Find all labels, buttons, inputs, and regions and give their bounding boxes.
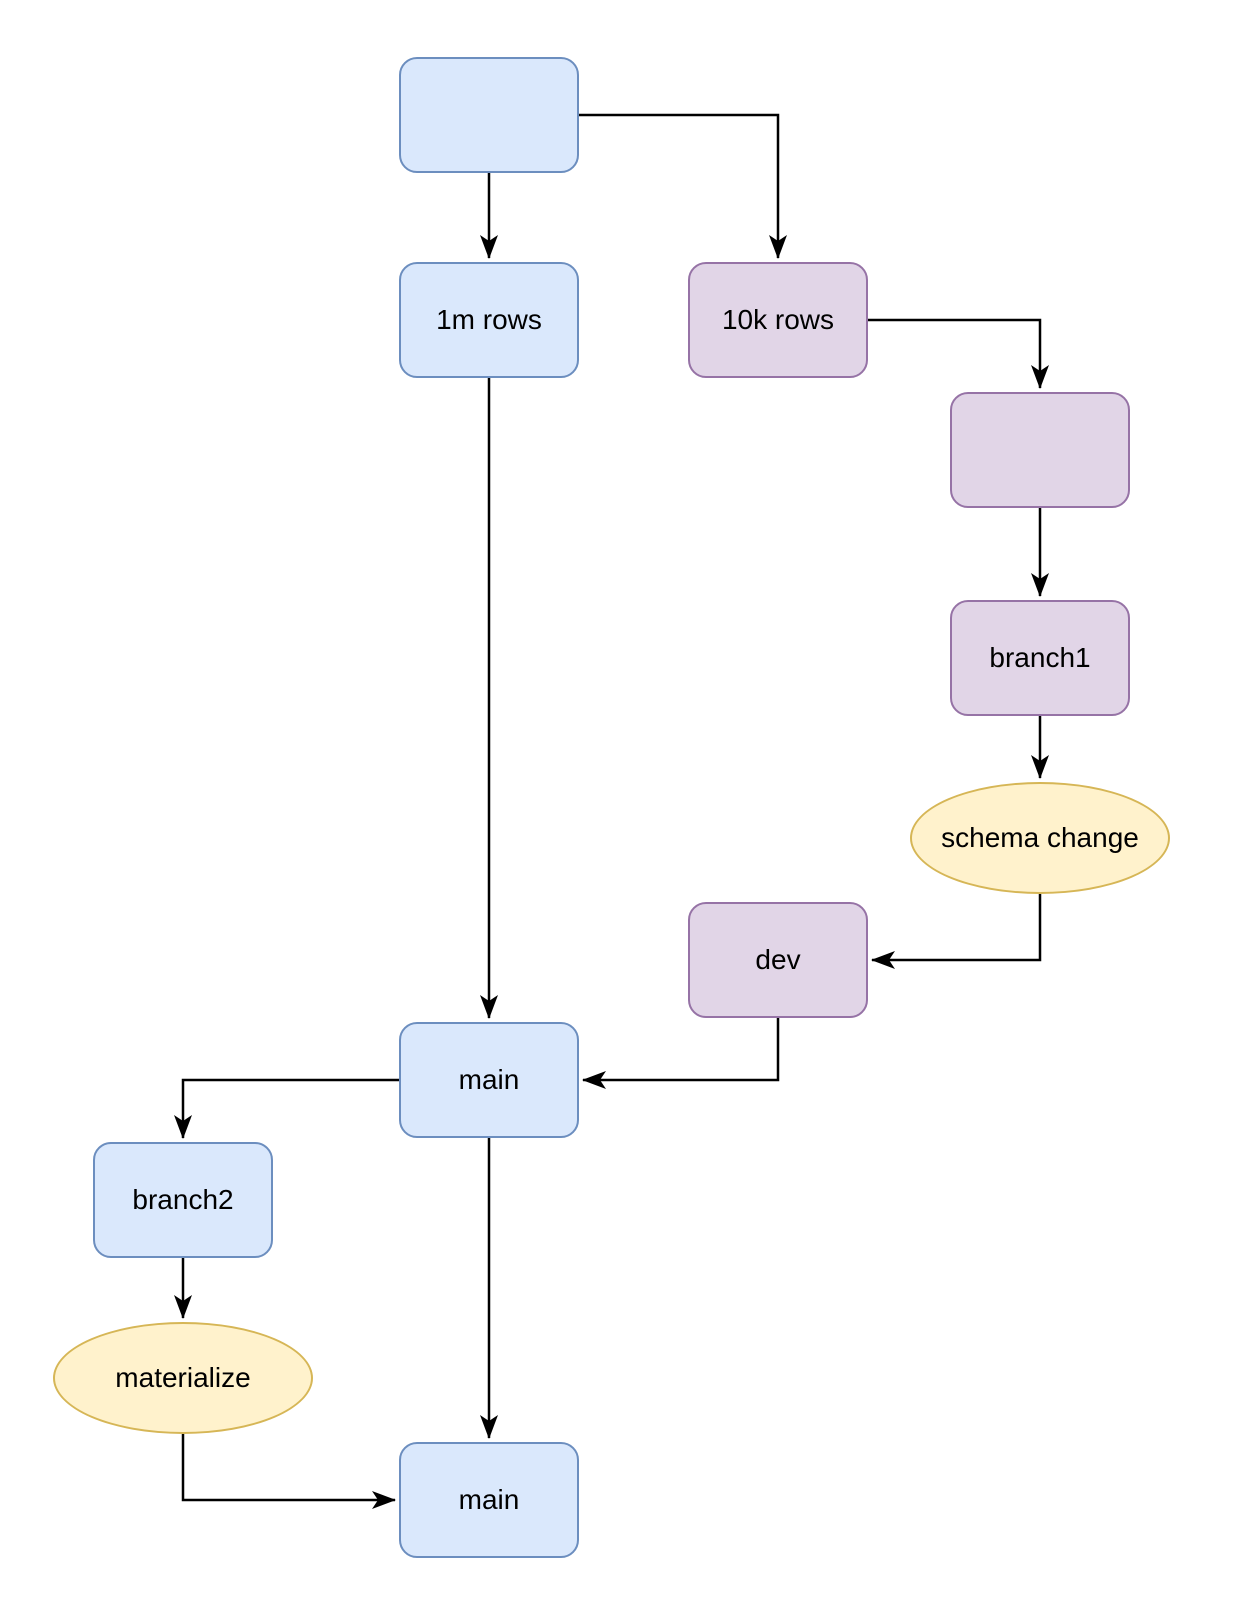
node-10k-rows-label: 10k rows [721, 304, 835, 336]
node-schema-change: schema change [910, 782, 1170, 894]
node-seed [399, 57, 579, 173]
node-branch1: branch1 [950, 600, 1130, 716]
edge-schema-change-to-dev [871, 894, 1042, 969]
edge-seed-to-10k-rows [579, 113, 787, 259]
node-schema-change-label: schema change [941, 822, 1139, 854]
node-1m-rows-label: 1m rows [436, 304, 542, 336]
edge-dev-to-main [582, 1018, 780, 1089]
node-main-final: main [399, 1442, 579, 1558]
node-main-label: main [458, 1064, 520, 1096]
node-branch2: branch2 [93, 1142, 273, 1258]
node-materialize: materialize [53, 1322, 313, 1434]
node-branch2-label: branch2 [132, 1184, 234, 1216]
node-main: main [399, 1022, 579, 1138]
node-materialize-label: materialize [115, 1362, 251, 1394]
edge-main-to-branch2 [174, 1078, 399, 1139]
node-dev-label: dev [755, 944, 801, 976]
node-main-final-label: main [458, 1484, 520, 1516]
node-anon-purple [950, 392, 1130, 508]
node-branch1-label: branch1 [989, 642, 1091, 674]
node-10k-rows: 10k rows [688, 262, 868, 378]
node-dev: dev [688, 902, 868, 1018]
edge-materialize-to-main-final [181, 1434, 396, 1509]
node-1m-rows: 1m rows [399, 262, 579, 378]
edge-10k-rows-to-anon [868, 318, 1049, 389]
